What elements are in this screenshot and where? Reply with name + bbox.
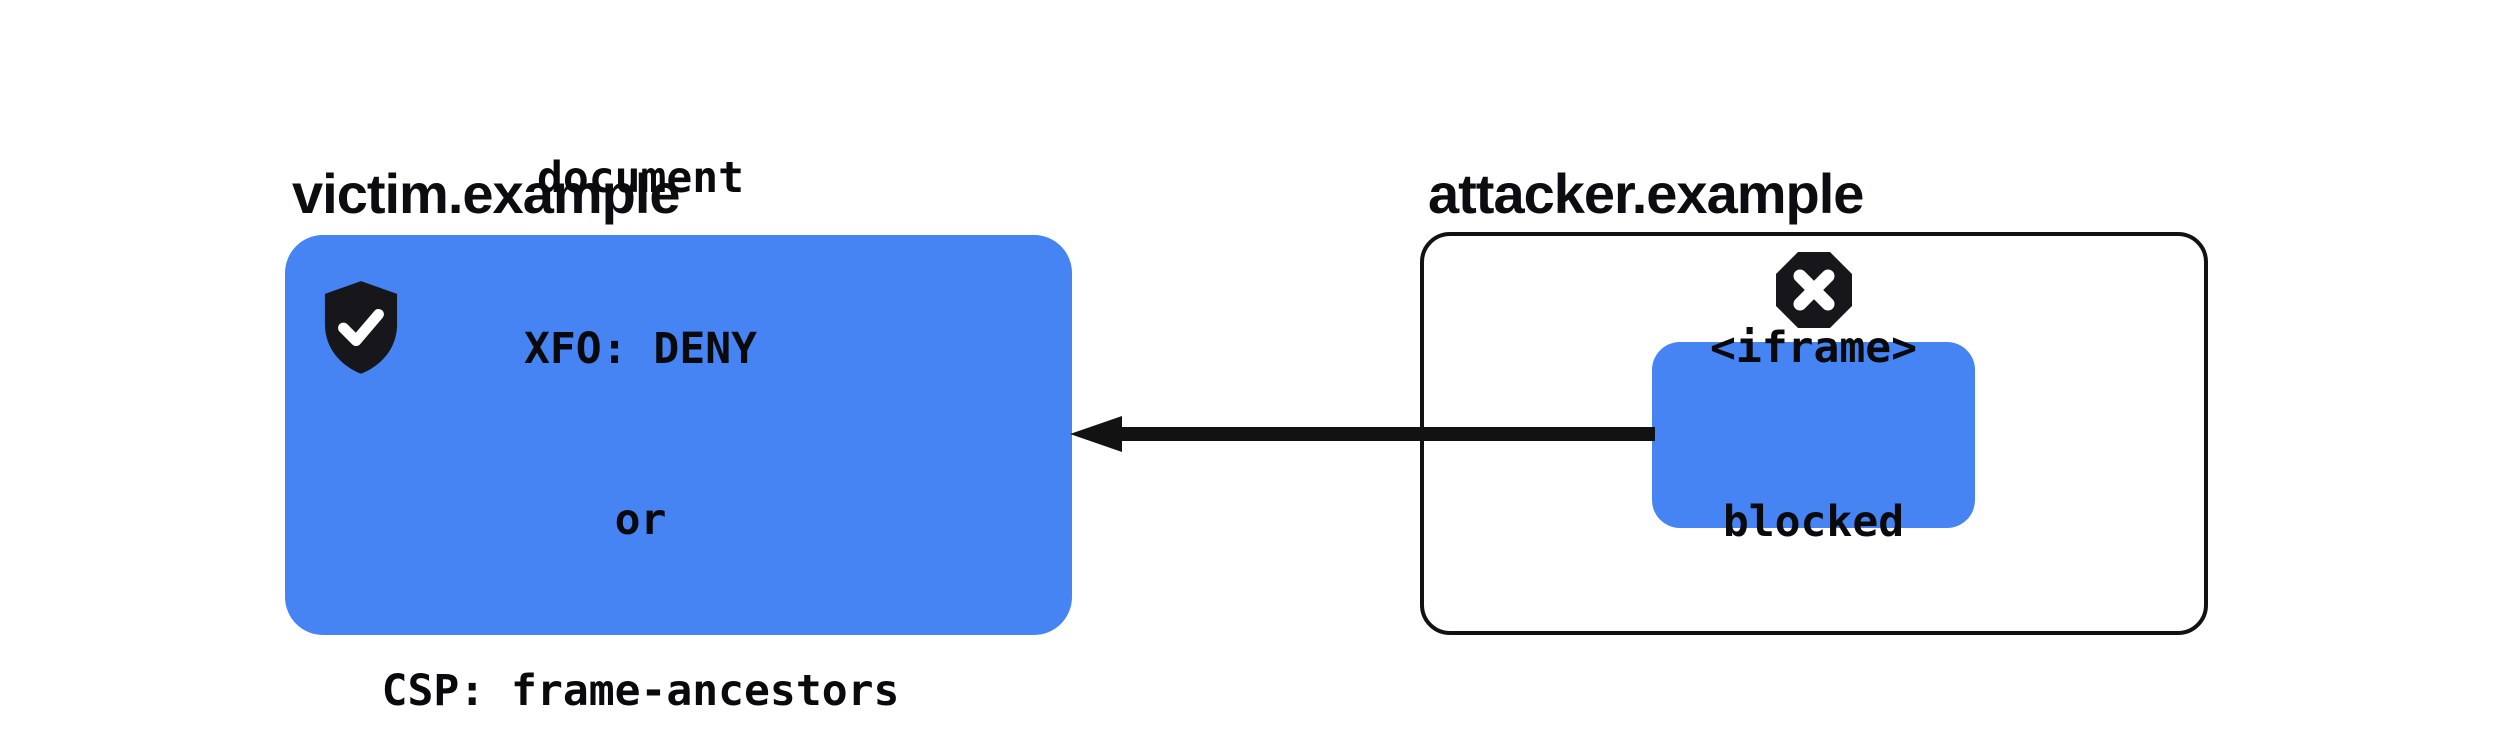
victim-policy-text: document XFO: DENY or CSP: frame-ancesto… (382, 36, 976, 740)
policy-line: XFO: DENY (523, 324, 757, 374)
policy-line: document (536, 153, 745, 203)
iframe-label-line: blocked (1722, 497, 1905, 547)
iframe-blocked-box: <iframe> blocked (1652, 323, 1975, 547)
attacker-domain-label: attacker.example (1428, 162, 1864, 225)
blocked-request-arrow-head (1070, 416, 1122, 452)
victim-domain-label: victim.example (292, 162, 681, 225)
policy-line: or (614, 495, 667, 545)
iframe-label-line: <iframe> (1709, 323, 1918, 373)
shield-check-icon (322, 278, 400, 376)
victim-document-box: document XFO: DENY or CSP: frame-ancesto… (285, 153, 1072, 716)
octagon-x-icon (1774, 250, 1854, 330)
policy-line: CSP: frame-ancestors (381, 666, 900, 716)
iframe-label: <iframe> blocked (1710, 203, 1917, 667)
blocked-request-arrow-shaft (1118, 427, 1655, 441)
